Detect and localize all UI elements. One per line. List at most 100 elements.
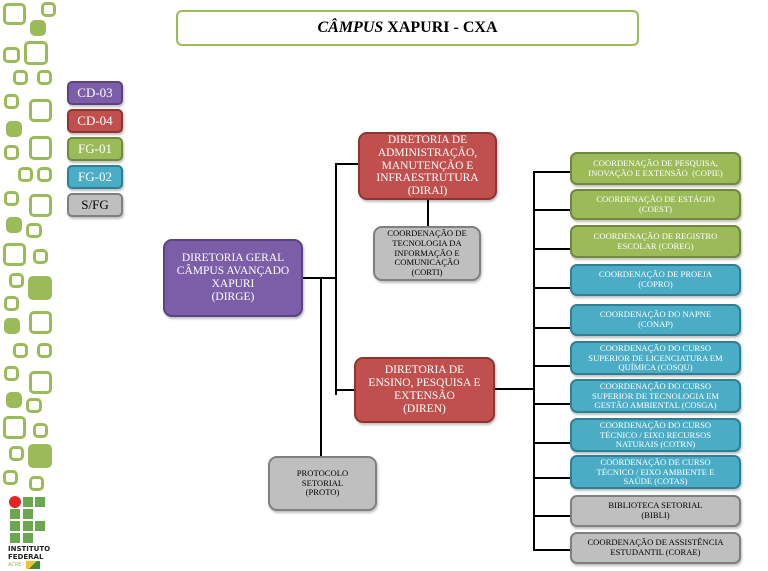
connector-line — [335, 389, 355, 391]
decor-square — [24, 41, 48, 65]
decor-square — [3, 3, 26, 25]
connector-line — [533, 287, 571, 289]
node-dirge-line: CÂMPUS AVANÇADO — [176, 265, 290, 278]
connector-line — [533, 442, 571, 444]
logo-cell — [23, 533, 33, 543]
logo-cell — [23, 521, 33, 531]
node-copie-line: COORDENAÇÃO DE PESQUISA, — [593, 157, 718, 168]
node-cosga-line: SUPERIOR DE TECNOLOGIA EM — [591, 390, 720, 401]
decor-square — [26, 223, 42, 238]
node-bibli-line: (BIBLI) — [641, 510, 670, 520]
node-diren[interactable]: DIRETORIA DE ENSINO, PESQUISA E EXTENSÃO… — [354, 357, 495, 423]
decor-square — [37, 167, 52, 182]
node-corti-line: (CORTI) — [411, 266, 443, 277]
node-diren-line: ENSINO, PESQUISA E — [368, 377, 481, 390]
node-dirge-line: XAPURI — [211, 278, 255, 290]
node-conap[interactable]: COORDENAÇÃO DO NAPNE(CONAP) — [570, 304, 741, 336]
logo-state-label: ACRE — [8, 562, 22, 568]
connector-line — [533, 171, 535, 550]
logo-cell — [10, 533, 20, 543]
node-corti-line: TECNOLOGIA DA — [392, 238, 462, 249]
connector-line — [427, 199, 429, 227]
decor-square — [3, 47, 20, 63]
decor-square — [37, 343, 52, 358]
logo-cell — [23, 497, 33, 507]
node-corti-line: COORDENAÇÃO DE — [387, 228, 467, 239]
connector-line — [533, 515, 571, 517]
node-bibli[interactable]: BIBLIOTECA SETORIAL(BIBLI) — [570, 495, 741, 527]
connector-line — [335, 163, 359, 165]
logo-cell — [10, 521, 20, 531]
decor-square — [28, 276, 52, 300]
node-coreg-line: COORDENAÇÃO DE REGISTRO — [593, 230, 718, 241]
decor-square — [33, 249, 48, 264]
node-proto-line: (PROTO) — [305, 487, 340, 498]
page-title: CÂMPUS XAPURI - CXA — [176, 10, 639, 46]
title-rest: XAPURI - CXA — [383, 19, 498, 36]
connector-line — [320, 278, 322, 457]
node-corti[interactable]: COORDENAÇÃO DE TECNOLOGIA DA INFORMAÇÃO … — [373, 226, 481, 281]
node-dirai-line: ADMINISTRAÇÃO, — [377, 146, 478, 159]
node-dirai-line: DIRETORIA DE — [387, 133, 468, 146]
node-copro-line: (COPRO) — [638, 279, 673, 289]
decor-square — [6, 217, 22, 233]
node-coreg-line: ESCOLAR (COREG) — [617, 240, 694, 251]
connector-line — [533, 477, 571, 479]
decor-square — [4, 318, 20, 334]
institute-logo: INSTITUTO FEDERAL ACRE — [8, 496, 60, 571]
decor-square — [28, 444, 52, 468]
decor-square — [9, 446, 24, 461]
node-coest-line: (COEST) — [639, 203, 672, 214]
decor-square — [29, 311, 52, 334]
node-proto[interactable]: PROTOCOLO SETORIAL (PROTO) — [268, 456, 377, 511]
connector-line — [335, 163, 337, 395]
decor-square — [4, 94, 19, 109]
node-dirge-line: (DIRGE) — [211, 290, 255, 303]
legend-item-cd03: CD-03 — [67, 81, 123, 105]
logo-text-line2: FEDERAL — [8, 553, 44, 561]
node-cotas-line: COORDENAÇÃO DE CURSO — [600, 457, 711, 468]
node-cotas-line: TÉCNICO / EIXO AMBIENTE E — [596, 466, 715, 477]
logo-cell — [35, 521, 45, 531]
node-cosga-line: COORDENAÇÃO DO CURSO — [599, 381, 712, 392]
decor-square — [41, 2, 56, 17]
decor-square — [29, 371, 52, 394]
node-diren-line: EXTENSÃO — [394, 390, 455, 402]
node-dirge-line: DIRETORIA GERAL — [181, 252, 285, 265]
decor-square — [6, 121, 22, 137]
node-conap-line: COORDENAÇÃO DO NAPNE — [599, 309, 712, 320]
decor-square — [4, 191, 19, 206]
node-dirge[interactable]: DIRETORIA GERAL CÂMPUS AVANÇADO XAPURI (… — [163, 239, 303, 317]
decor-square — [3, 470, 18, 485]
decor-square — [13, 70, 28, 85]
decor-square — [29, 194, 52, 217]
legend-item-cd04: CD-04 — [67, 109, 123, 133]
node-bibli-line: BIBLIOTECA SETORIAL — [608, 500, 703, 511]
node-cosga-line: GESTÃO AMBIENTAL (COSGA) — [594, 399, 717, 410]
decor-square — [30, 20, 46, 36]
node-proto-line: PROTOCOLO — [296, 468, 349, 479]
decor-square — [3, 243, 26, 266]
node-cotrn-line: COORDENAÇÃO DO CURSO — [599, 420, 712, 431]
decor-square — [6, 392, 22, 408]
node-copie-line: INOVAÇÃO E EXTENSÃO (COPIE) — [588, 167, 723, 178]
node-cosqu-line: COORDENAÇÃO DO CURSO — [599, 343, 712, 354]
node-copro[interactable]: COORDENAÇÃO DE PROEJA(COPRO) — [570, 264, 741, 296]
node-copie[interactable]: COORDENAÇÃO DE PESQUISA,INOVAÇÃO E EXTEN… — [570, 152, 741, 185]
decor-square — [3, 416, 26, 439]
node-corae-line: COORDENAÇÃO DE ASSISTÊNCIA — [587, 537, 724, 548]
decor-square — [4, 296, 19, 311]
decor-square — [29, 99, 52, 122]
node-conap-line: (CONAP) — [638, 319, 673, 329]
node-coest[interactable]: COORDENAÇÃO DE ESTÁGIO(COEST) — [570, 189, 741, 220]
node-dirai[interactable]: DIRETORIA DE ADMINISTRAÇÃO, MANUTENÇÃO E… — [358, 132, 497, 200]
decor-square — [13, 343, 28, 358]
connector-line — [494, 388, 534, 390]
logo-cell — [35, 497, 45, 507]
